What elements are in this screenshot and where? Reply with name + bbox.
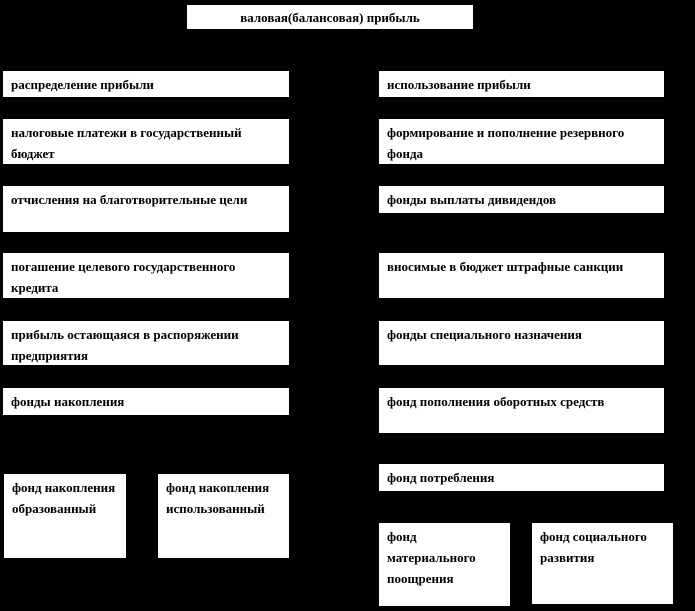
box-accumulation-funds: фонды накопления — [2, 387, 290, 416]
box-profit-at-disposal: прибыль остающаяся в распоряжении предпр… — [2, 320, 290, 366]
box-profit-use: использование прибыли — [378, 70, 665, 98]
box-material-incentive-fund: фонд материального поощрения — [378, 522, 511, 607]
box-social-development-fund: фонд социального развития — [531, 522, 674, 605]
box-tax-payments: налоговые платежи в государственный бюдж… — [2, 118, 290, 165]
box-budget-penalties: вносимые в бюджет штрафные санкции — [378, 252, 665, 299]
box-accumulation-fund-used: фонд накопления использованный — [157, 473, 290, 559]
box-working-capital-fund: фонд пополнения оборотных средств — [378, 387, 665, 434]
box-consumption-fund: фонд потребления — [378, 463, 665, 492]
box-state-credit-repayment: погашение целевого государственного кред… — [2, 252, 290, 299]
box-charity-deductions: отчисления на благотворительные цели — [2, 185, 290, 233]
box-gross-profit: валовая(балансовая) прибыль — [186, 4, 474, 30]
box-reserve-fund: формирование и пополнение резервного фон… — [378, 118, 665, 165]
box-accumulation-fund-formed: фонд накопления образованный — [3, 473, 127, 559]
box-dividend-funds: фонды выплаты дивидендов — [378, 185, 665, 214]
box-special-purpose-funds: фонды специального назначения — [378, 320, 665, 366]
box-profit-distribution: распределение прибыли — [2, 70, 290, 98]
